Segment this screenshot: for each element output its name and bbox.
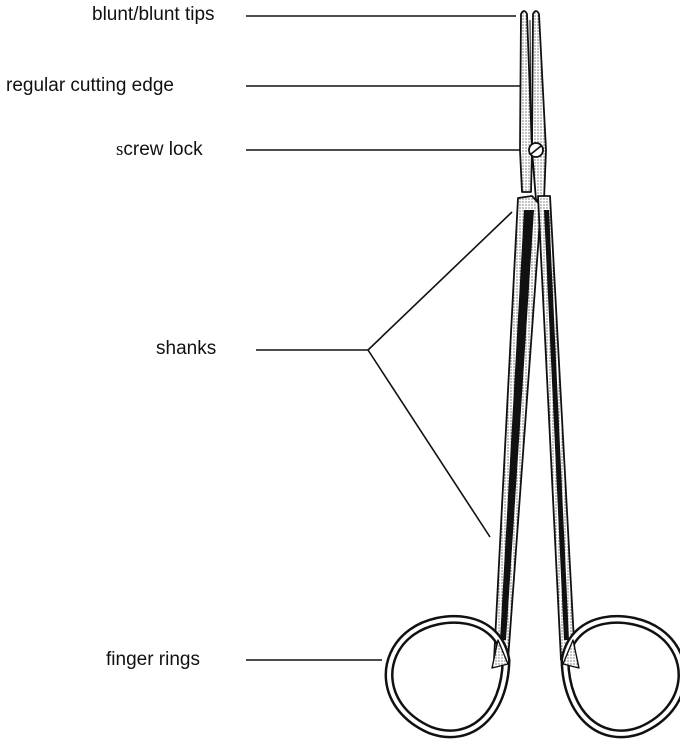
leader-line-shanks-lower — [368, 350, 490, 537]
leader-lines — [246, 16, 524, 660]
label-screw-lock-rest: crew lock — [123, 139, 202, 160]
label-blunt-tips: blunt/blunt tips — [92, 4, 215, 26]
scissors-illustration — [389, 11, 680, 734]
label-shanks: shanks — [156, 338, 216, 360]
label-regular-cutting-edge: regular cutting edge — [6, 75, 174, 97]
right-blade — [532, 11, 546, 200]
label-screw-lock: screw lock — [116, 139, 203, 161]
leader-line-shanks-upper — [368, 212, 512, 350]
label-finger-rings: finger rings — [106, 649, 200, 671]
